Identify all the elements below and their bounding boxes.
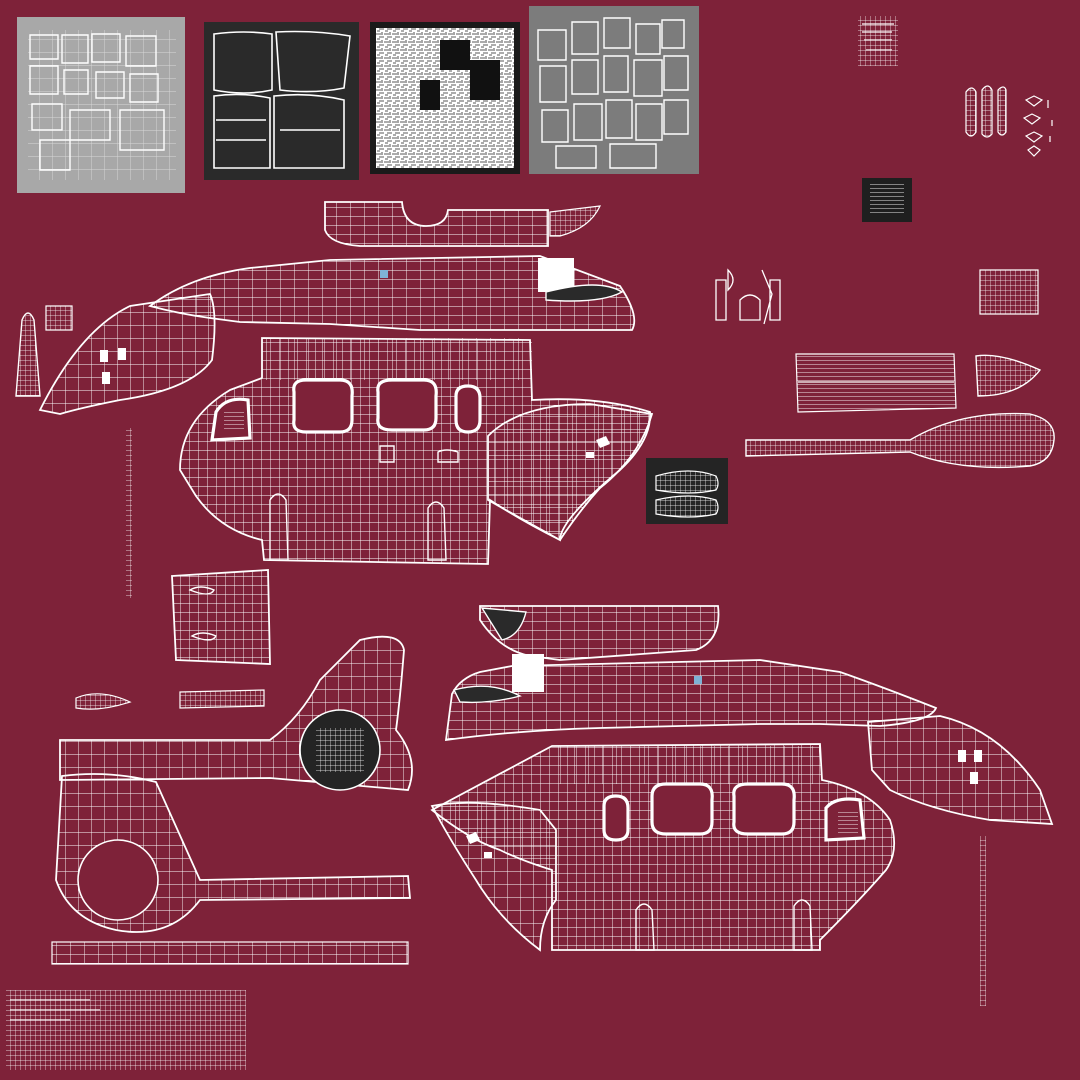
uv-island-small-top-right [858,16,898,66]
tail-fin-panel-b [867,715,1054,825]
uv-island-struts [965,85,1053,157]
texture-thumbnail-noise [370,22,520,174]
parts-cluster-bottom-left [6,990,246,1070]
long-bar-lower-left [51,941,409,965]
tailplane-box [795,353,957,413]
texture-thumbnail-panels [529,6,699,174]
uv-island-dark-square [862,178,912,222]
fuselage-top-strip-b [479,605,720,661]
fuselage-main-body-b [430,743,896,951]
nose-piece-a [15,305,73,397]
texture-thumbnail-gray [17,17,185,193]
engine-cowling-panel-a [487,403,654,542]
side-thin-bar-b [980,836,986,1006]
tail-ring-with-fin-upper [59,635,413,791]
side-thin-bar-a [126,428,132,598]
tailboom-skin-upper-b [444,654,938,742]
tailboom-skin-upper-a [147,255,636,331]
texture-thumbnail-dark [204,22,359,180]
small-parts-cluster [715,268,1039,325]
door-panel-square [171,569,271,665]
tail-fin-panel-a [38,293,216,415]
dark-pattern-patch [646,458,728,524]
tail-rotor-shaft-paddle [745,412,1055,469]
small-blade-piece [75,689,265,710]
tail-ring-with-fin-lower [55,773,411,933]
fuselage-top-strip-a [324,201,601,247]
tail-cone-small [975,354,1042,397]
engine-cowling-panel-b [430,801,557,952]
